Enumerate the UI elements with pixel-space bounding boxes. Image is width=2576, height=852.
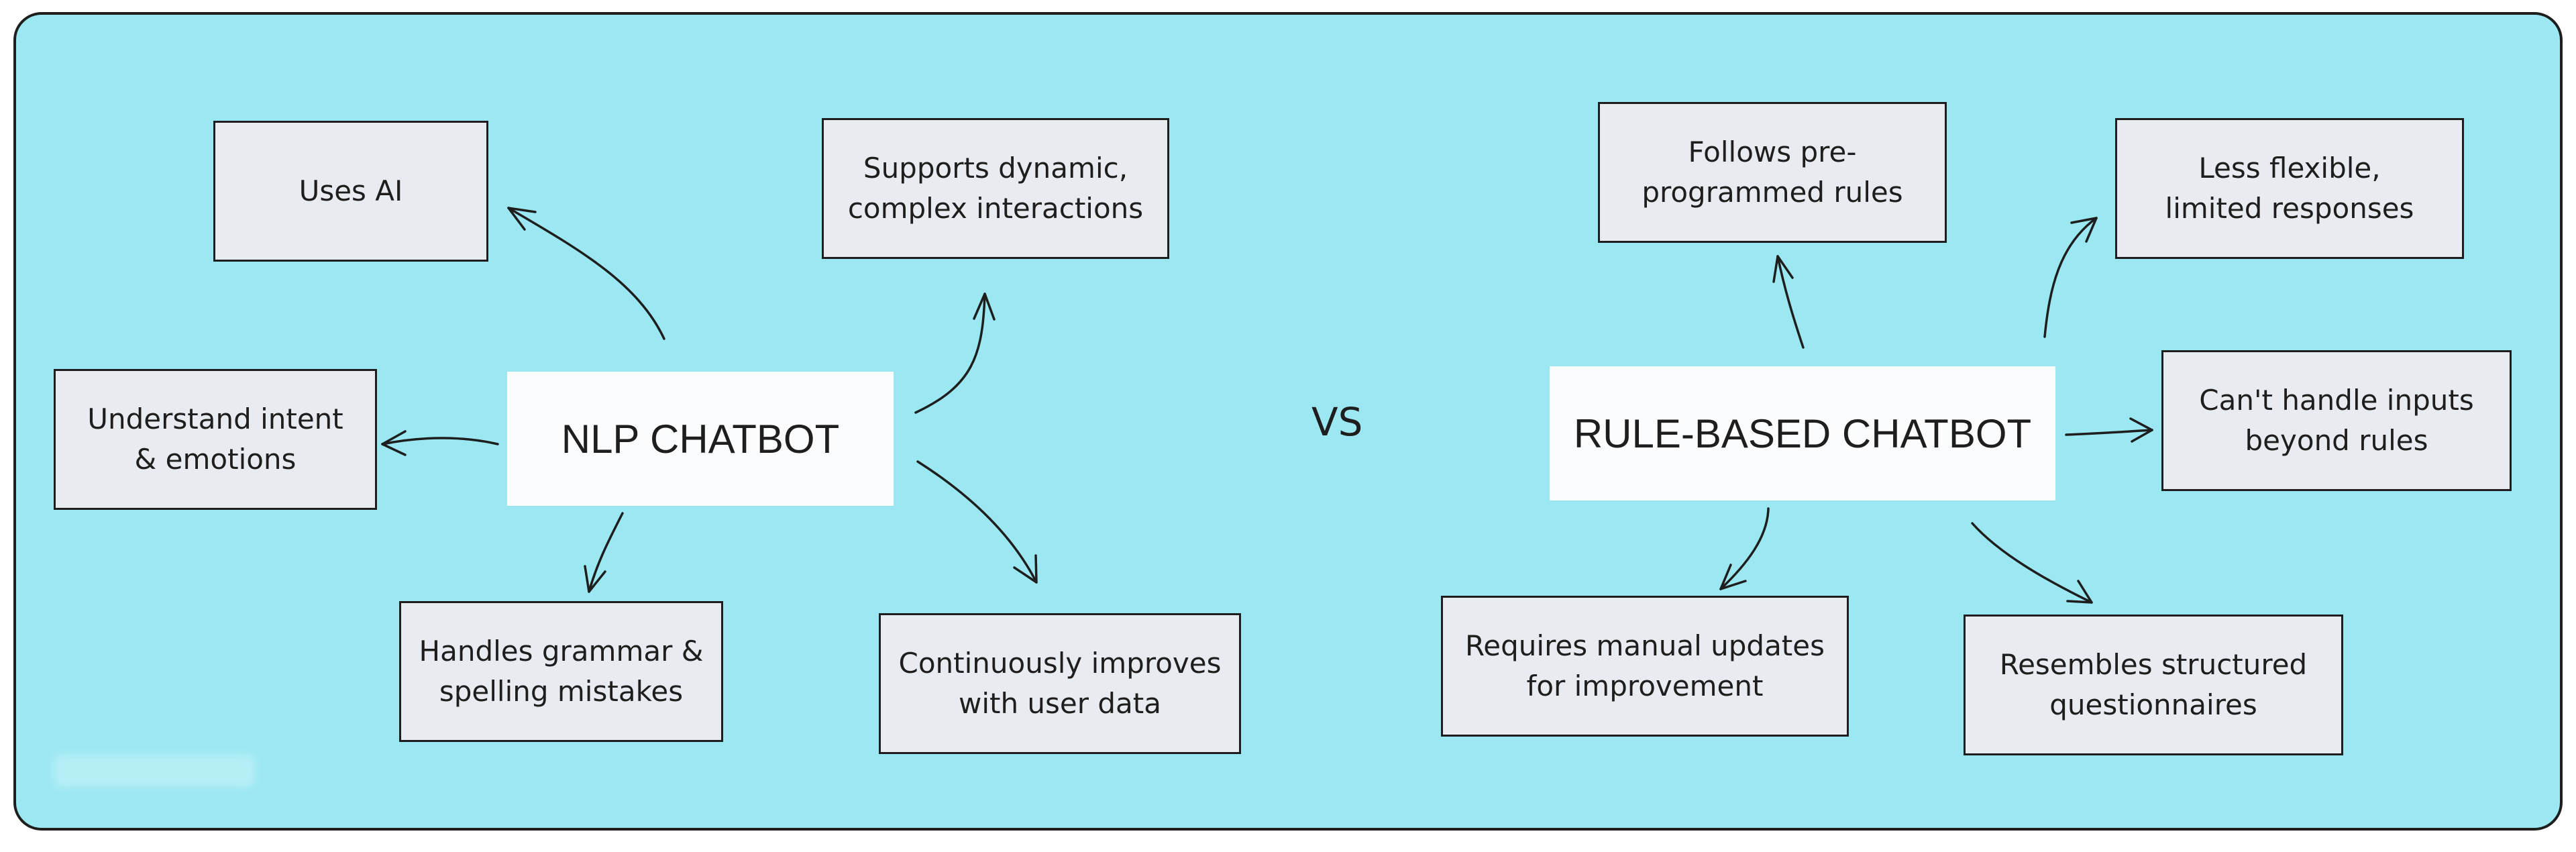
arrow-to-supports-dynamic (914, 292, 996, 414)
arrow-to-handles-grammar (584, 512, 624, 593)
feature-continuously-improves: Continuously improves with user data (879, 613, 1241, 754)
feature-follows-rules: Follows pre- programmed rules (1598, 102, 1947, 243)
arrow-to-resembles-questionnaires (1971, 522, 2093, 604)
arrow-to-follows-rules (1772, 255, 1805, 349)
feature-supports-dynamic: Supports dynamic, complex interactions (822, 118, 1169, 259)
feature-cant-handle-inputs: Can't handle inputs beyond rules (2161, 350, 2512, 491)
rule-based-chatbot-title: RULE-BASED CHATBOT (1550, 366, 2055, 500)
feature-requires-manual-updates: Requires manual updates for improvement (1441, 596, 1849, 737)
versus-label: VS (1311, 399, 1363, 445)
watermark-blur (54, 755, 255, 787)
feature-handles-grammar: Handles grammar & spelling mistakes (399, 601, 723, 742)
arrow-to-uses-ai (507, 207, 665, 340)
nlp-chatbot-title: NLP CHATBOT (507, 372, 894, 506)
feature-less-flexible: Less flexible, limited responses (2115, 118, 2464, 259)
arrow-to-less-flexible (2043, 217, 2098, 338)
feature-understand-intent: Understand intent & emotions (54, 369, 377, 510)
arrow-to-continuously-improves (916, 460, 1038, 584)
arrow-to-cant-handle-inputs (2065, 417, 2153, 443)
arrow-to-understand-intent (381, 430, 499, 456)
feature-resembles-questionnaires: Resembles structured questionnaires (1964, 615, 2343, 755)
arrow-to-requires-manual-updates (1719, 507, 1770, 590)
feature-uses-ai: Uses AI (213, 121, 488, 262)
